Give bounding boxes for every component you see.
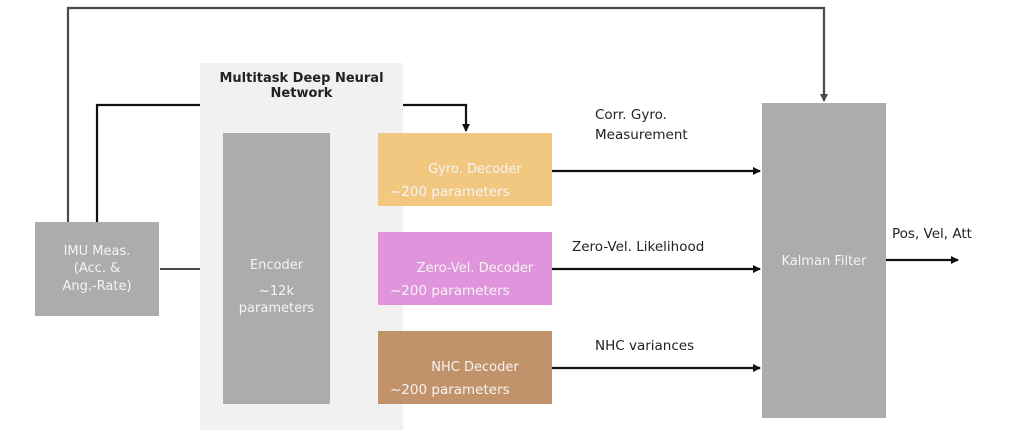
encoder-block: Encoder ~12k parameters [223,133,330,404]
encoder-params-1: ~12k [259,283,294,299]
zero-vel-decoder-name: Zero-Vel. Decoder [416,261,534,276]
zero-vel-decoder-params: ~200 parameters [390,282,510,299]
kalman-filter-block: Kalman Filter [762,103,886,418]
zero-vel-decoder-block: Zero-Vel. Decoder ~200 parameters [378,232,552,305]
zero-vel-output-label: Zero-Vel. Likelihood [572,239,705,255]
nhc-decoder-block: NHC Decoder ~200 parameters [378,331,552,404]
nhc-output-label: NHC variances [595,338,695,354]
nhc-decoder-params: ~200 parameters [390,381,510,398]
panel-title: Multitask Deep Neural Network [219,71,384,101]
imu-measurement-block: IMU Meas. (Acc. & Ang.-Rate) [35,222,159,316]
gyro-decoder-block: Gyro. Decoder ~200 parameters [378,133,552,206]
gyro-output-label: Corr. Gyro. Measurement [595,105,688,146]
gyro-decoder-params: ~200 parameters [390,183,510,200]
encoder-name: Encoder [249,258,304,273]
imu-line-1: IMU Meas. [63,243,131,259]
kalman-filter-name: Kalman Filter [781,254,867,269]
imu-line-2: (Acc. & [73,261,121,277]
encoder-params-2: parameters [238,301,315,317]
nhc-decoder-name: NHC Decoder [431,360,519,375]
gyro-decoder-name: Gyro. Decoder [428,162,522,177]
imu-line-3: Ang.-Rate) [62,278,132,294]
kalman-output-label: Pos, Vel, Att [892,226,972,242]
gyro-output-label-line-2: Measurement [595,127,688,144]
feedback-imu-to-kalman-arrow [66,6,828,222]
gyro-output-label-line-1: Corr. Gyro. [595,107,667,123]
